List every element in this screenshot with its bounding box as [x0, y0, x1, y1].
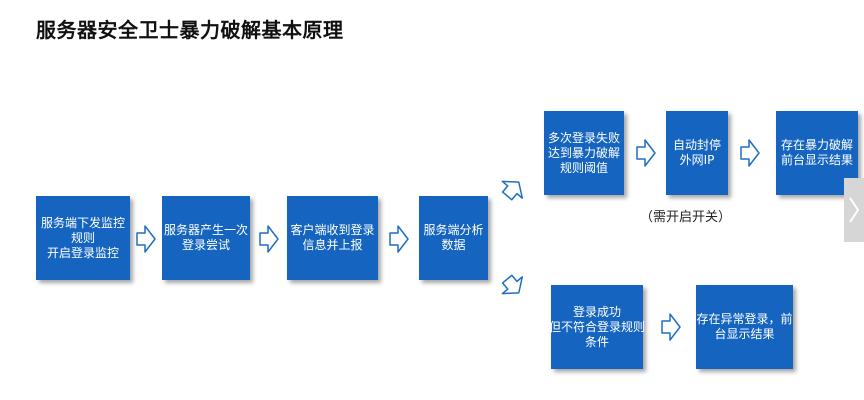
next-slide-tab[interactable]	[844, 178, 864, 242]
box-text: 规则阈值	[559, 160, 608, 175]
hollow-right-arrow-icon	[636, 139, 656, 167]
box-text: 数据	[441, 238, 466, 252]
box-display-abnormal: 存在异常登录，前 台显示结果	[696, 285, 793, 369]
page-title: 服务器安全卫士暴力破解基本原理	[36, 18, 344, 42]
box-text: 台显示结果	[714, 327, 775, 341]
box-text: 条件	[584, 334, 609, 349]
hollow-right-arrow-icon	[661, 313, 681, 341]
box-text: 前台显示结果	[780, 153, 853, 167]
box-analyze: 服务端分析 数据	[419, 196, 488, 280]
box-text: 信息并上报	[302, 238, 363, 252]
box-attempt: 服务器产生一次 登录尝试	[162, 196, 250, 280]
box-text: 服务端分析	[423, 223, 484, 237]
box-block: 自动封停 外网IP	[666, 111, 728, 195]
box-text: 存在暴力破解	[780, 138, 853, 152]
box-threshold: 多次登录失败 达到暴力破解 规则阈值	[544, 111, 624, 195]
box-display-brute: 存在暴力破解 前台显示结果	[776, 111, 858, 195]
box-text: 但不符合登录规则	[549, 319, 646, 334]
box-text: 外网IP	[679, 153, 715, 167]
box-text: 达到暴力破解	[547, 145, 620, 160]
hollow-right-arrow-icon	[389, 225, 409, 253]
box-text: 多次登录失败	[547, 130, 620, 145]
box-text: 自动封停	[672, 138, 721, 152]
box-text: 存在异常登录，前	[696, 312, 793, 326]
box-text: 客户端收到登录	[290, 223, 375, 237]
hollow-right-arrow-icon	[740, 139, 760, 167]
switch-note: （需开启开关）	[640, 210, 732, 225]
box-text: 服务端下发监控	[40, 215, 125, 230]
chevron-right-icon	[849, 197, 860, 223]
box-report: 客户端收到登录 信息并上报	[287, 196, 378, 280]
box-text: 规则	[70, 230, 95, 245]
box-text: 开启登录监控	[46, 245, 119, 260]
box-text: 登录尝试	[181, 238, 230, 252]
hollow-right-arrow-icon	[259, 225, 279, 253]
box-text: 服务器产生一次	[164, 223, 249, 237]
box-text: 登录成功	[572, 304, 621, 319]
box-success-mismatch: 登录成功 但不符合登录规则 条件	[549, 285, 646, 369]
hollow-diagonal-up-arrow-icon	[501, 180, 524, 201]
hollow-diagonal-down-arrow-icon	[501, 274, 524, 295]
hollow-right-arrow-icon	[136, 225, 156, 253]
box-monitor: 服务端下发监控 规则 开启登录监控	[36, 196, 130, 280]
